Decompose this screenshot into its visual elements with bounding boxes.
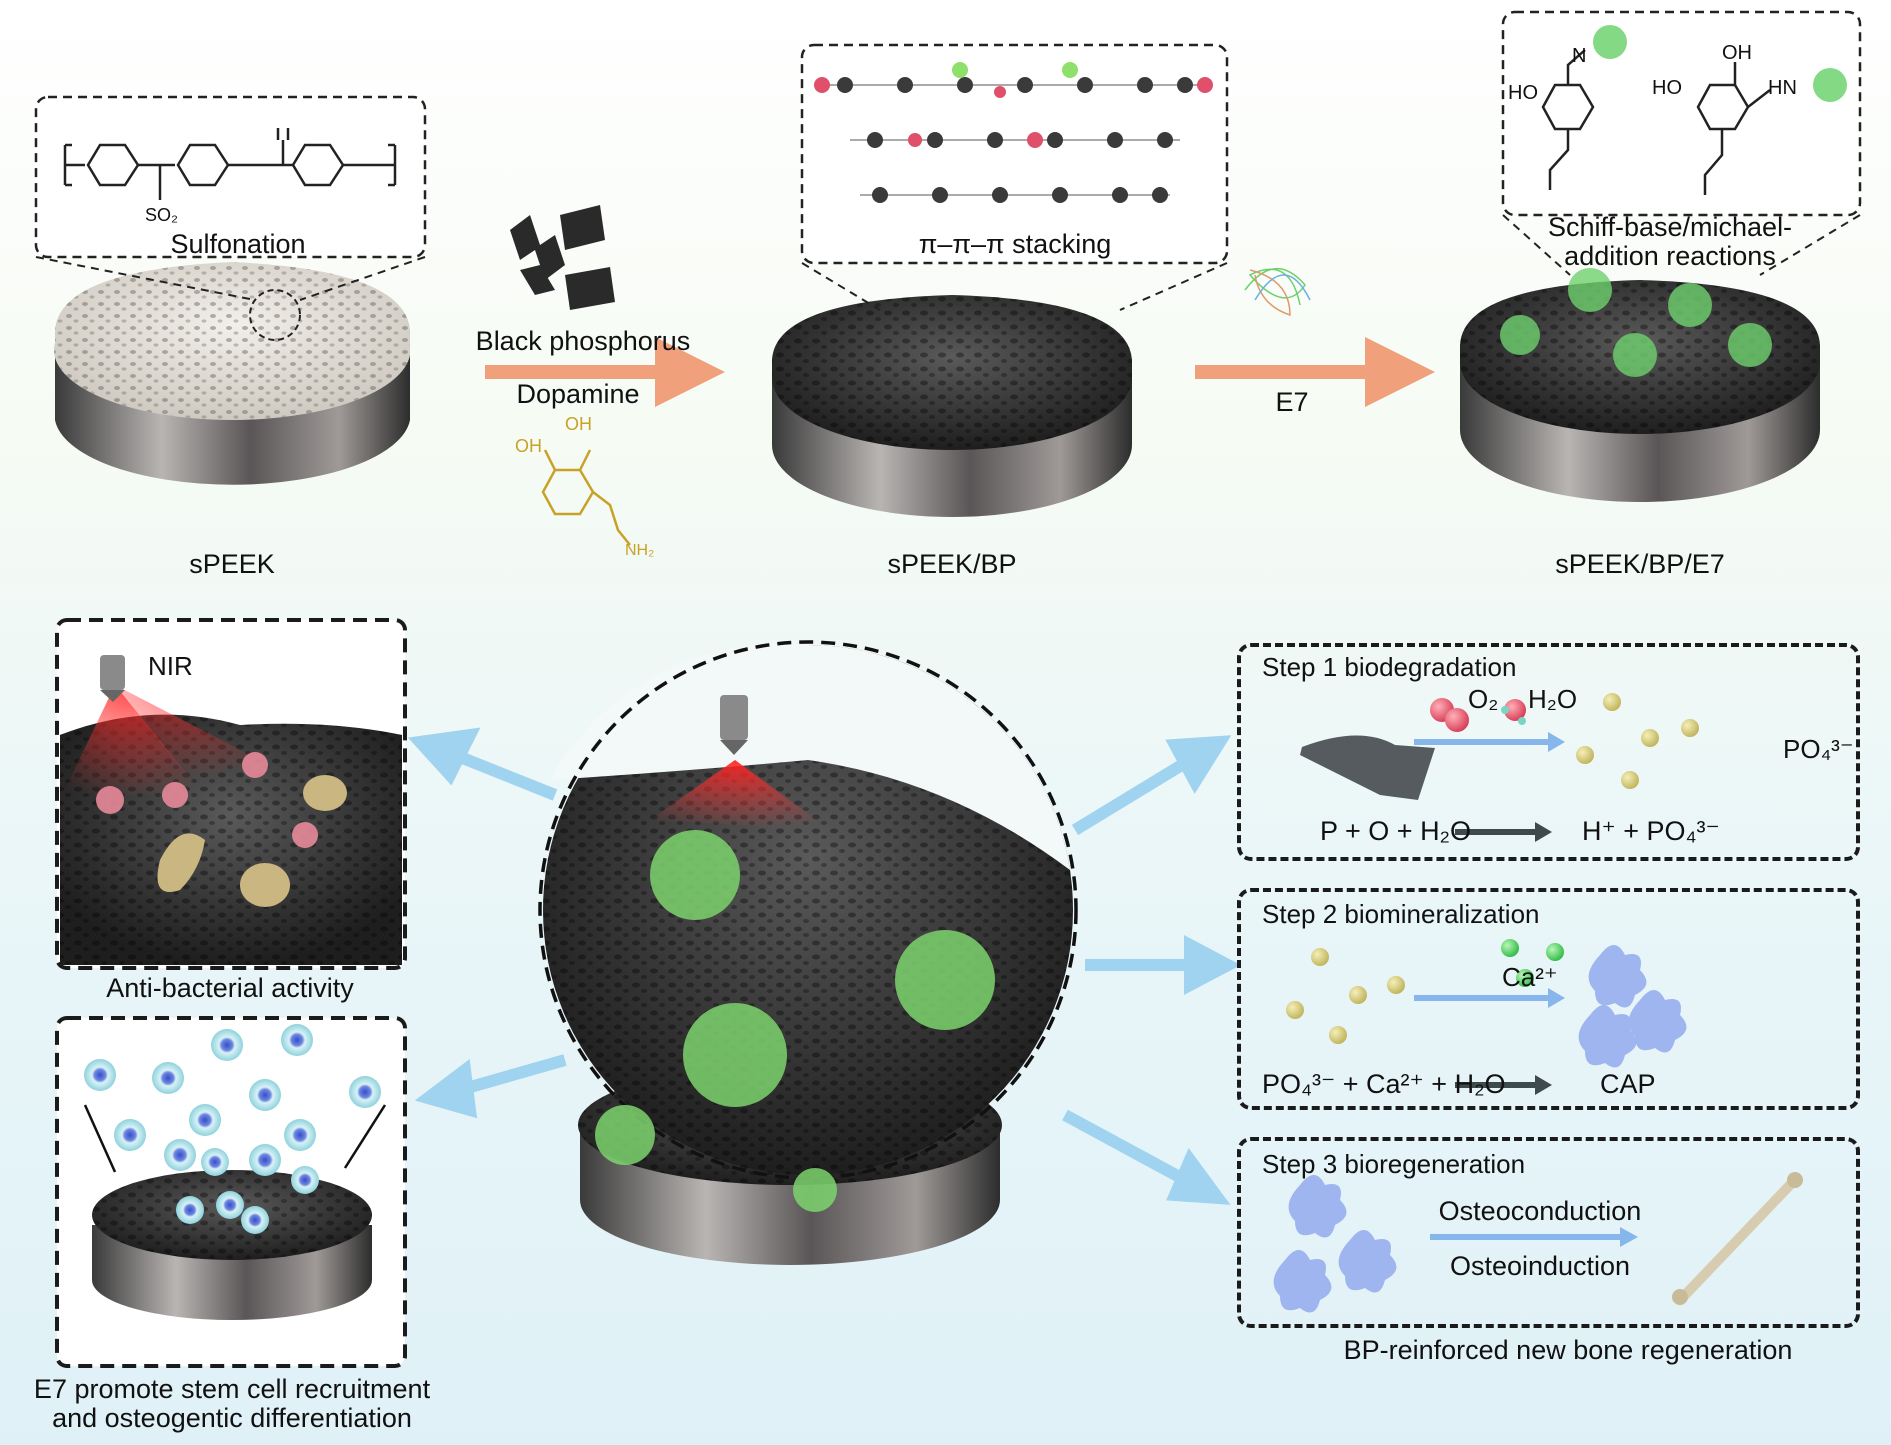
e7-label: E7	[1275, 387, 1309, 417]
sulfonation-label: Sulfonation	[170, 229, 306, 259]
bone-icon	[1680, 1180, 1795, 1300]
step2-graphics	[1286, 939, 1687, 1095]
blue-flow-arrows	[407, 727, 1241, 1205]
schiff-base-inset	[1501, 10, 1862, 217]
stacking-label: π–π–π stacking	[918, 229, 1112, 259]
speek-bp-label: sPEEK/BP	[887, 549, 1017, 579]
sulfonate-group-label: SO₂	[145, 205, 178, 225]
schiff-base-label-line1: Schiff-base/michael-	[1547, 212, 1793, 242]
stacking-inset	[800, 43, 1229, 265]
dopamine-label: Dopamine	[516, 379, 640, 409]
hn-label: HN	[1768, 77, 1797, 99]
step2-box	[1237, 888, 1860, 1110]
antibacterial-caption: Anti-bacterial activity	[106, 973, 354, 1003]
ho-label-2: HO	[1652, 77, 1682, 99]
schiff-base-label-line2: addition reactions	[1564, 241, 1776, 271]
bp-lattice	[814, 62, 1213, 203]
step1-product: PO₄³⁻	[1783, 734, 1854, 764]
peek-structure	[63, 128, 397, 200]
stem-cell-caption-line1: E7 promote stem cell recruitment	[33, 1374, 431, 1404]
dopamine-nh2: NH₂	[625, 542, 655, 559]
step1-graphics	[1300, 693, 1699, 842]
black-phosphorus-label: Black phosphorus	[475, 326, 691, 356]
speek-disk	[54, 262, 410, 485]
step2-equation-right: CAP	[1600, 1069, 1656, 1099]
step1-reagent-o2: O₂	[1468, 684, 1499, 714]
speek-bp-disk	[772, 295, 1132, 517]
step2-equation-left: PO₄³⁻ + Ca²⁺ + H₂O	[1262, 1069, 1506, 1099]
black-phosphorus-sheets-icon	[510, 205, 615, 310]
step1-box	[1237, 643, 1860, 861]
speek-bp-e7-label: sPEEK/BP/E7	[1555, 549, 1725, 579]
step3-graphics	[1273, 1172, 1803, 1313]
dopamine-structure	[541, 449, 631, 546]
stem-cell-caption-line2: and osteogentic differentiation	[52, 1403, 412, 1433]
antibacterial-panel-graphic	[55, 618, 407, 970]
speek-bp-e7-disk	[1460, 268, 1820, 502]
step1-equation-right: H⁺ + PO₄³⁻	[1582, 816, 1720, 846]
schiff-base-structures	[1541, 49, 1771, 195]
magnified-surface	[538, 640, 1078, 1265]
dopamine-oh-2: OH	[565, 414, 592, 434]
nir-label: NIR	[148, 651, 193, 681]
step2-title: Step 2 biomineralization	[1262, 899, 1540, 929]
ho-label-1: HO	[1508, 82, 1538, 104]
step2-reagent: Ca²⁺	[1502, 962, 1558, 992]
bone-regeneration-caption: BP-reinforced new bone regeneration	[1343, 1335, 1793, 1365]
e7-peptide-icon	[1244, 268, 1311, 317]
n-label: N	[1572, 45, 1587, 67]
speek-label: sPEEK	[189, 549, 275, 579]
step1-title: Step 1 biodegradation	[1262, 652, 1517, 682]
dopamine-oh-1: OH	[515, 436, 542, 456]
osteoinduction-label: Osteoinduction	[1449, 1251, 1631, 1281]
stem-cell-panel-graphic	[55, 1016, 407, 1368]
step3-box	[1237, 1137, 1860, 1328]
sulfonation-inset	[34, 95, 427, 259]
step1-reagent-h2o: H₂O	[1528, 684, 1578, 714]
step1-equation-left: P + O + H₂O	[1320, 816, 1472, 846]
step3-title: Step 3 bioregeneration	[1262, 1149, 1526, 1179]
oh-label: OH	[1722, 42, 1752, 64]
osteoconduction-label: Osteoconduction	[1438, 1196, 1642, 1226]
